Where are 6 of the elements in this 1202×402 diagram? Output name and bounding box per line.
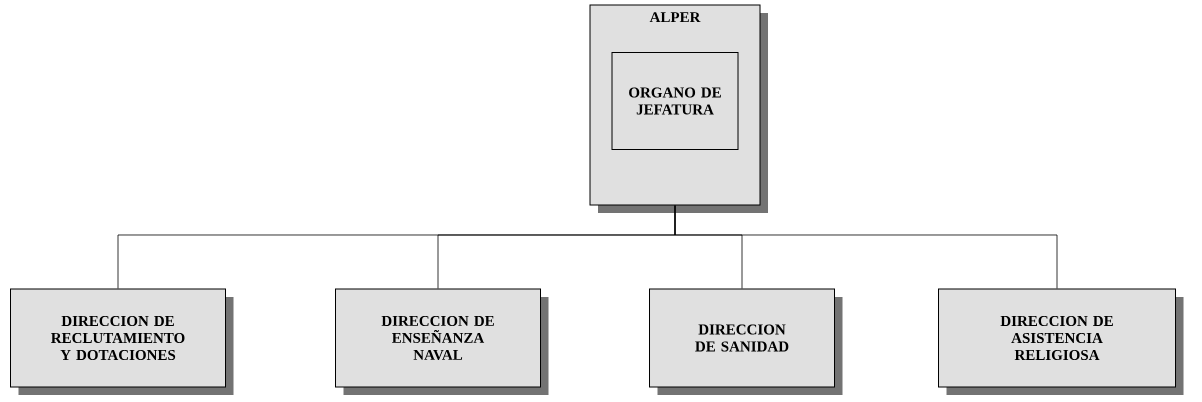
org-box: DIRECCION DE RECLUTAMIENTO Y DOTACIONES: [10, 288, 234, 395]
connector-line: [674, 205, 1058, 289]
org-box: ORGANO DE JEFATURA: [611, 52, 739, 150]
org-box: DIRECCION DE SANIDAD: [649, 288, 843, 395]
org-box: DIRECCION DE ASISTENCIA RELIGIOSA: [938, 288, 1184, 395]
org-box: DIRECCION DE ENSEÑANZA NAVAL: [335, 288, 549, 395]
